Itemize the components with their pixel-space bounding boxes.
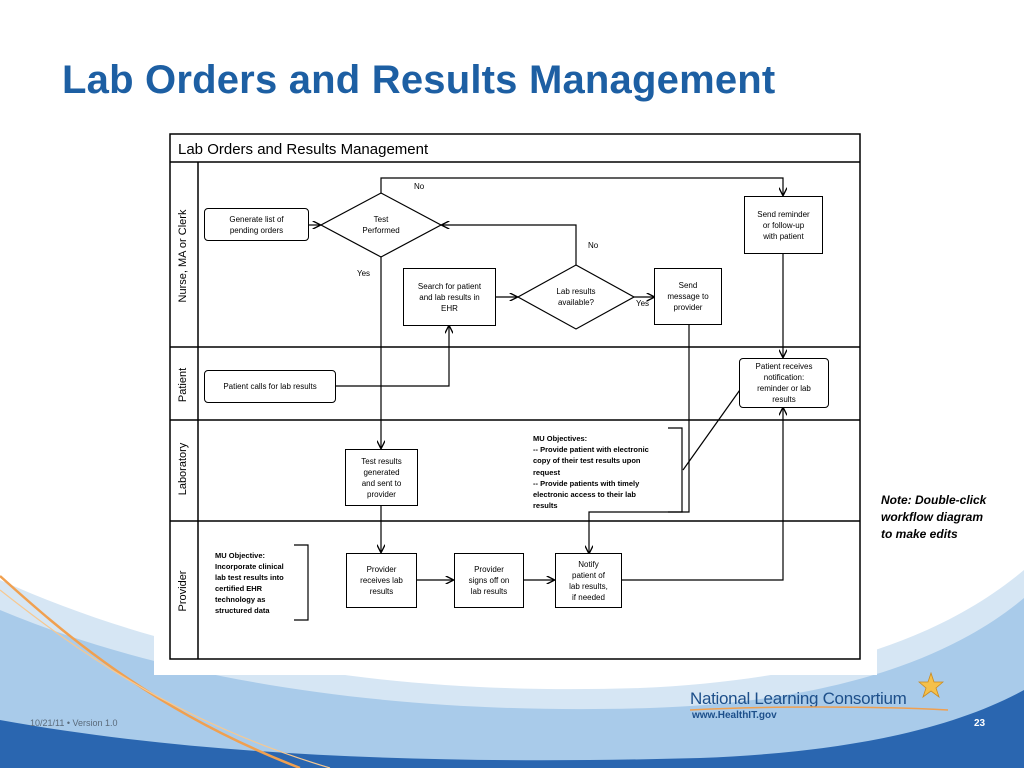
- diagram-heading: Lab Orders and Results Management: [178, 141, 429, 158]
- provider-receives-box[interactable]: Provider receives lab results: [346, 553, 417, 608]
- generate-list-box[interactable]: Generate list of pending orders: [204, 208, 309, 241]
- label-no-top: No: [414, 182, 425, 191]
- search-patient-box[interactable]: Search for patient and lab results in EH…: [403, 268, 496, 326]
- arrow-no-back-to-test: [442, 225, 577, 265]
- mu-objectives-lab: MU Objectives: -- Provide patient with e…: [533, 434, 649, 511]
- slide-title: Lab Orders and Results Management: [62, 58, 776, 102]
- lane-label-laboratory: Laboratory: [177, 442, 189, 496]
- consortium-logo-text: National Learning Consortium: [690, 689, 907, 708]
- mu-callout-connector: [682, 386, 743, 471]
- mu-lab-bracket: [668, 427, 683, 513]
- star-icon: [918, 672, 944, 698]
- test-performed-label: Test Performed: [362, 215, 400, 235]
- lab-results-diamond: [516, 264, 636, 330]
- workflow-diagram: [169, 133, 861, 660]
- label-yes-left: Yes: [357, 269, 371, 278]
- lab-results-available-label: Lab results available?: [556, 287, 596, 307]
- test-results-box[interactable]: Test results generated and sent to provi…: [345, 449, 418, 506]
- arrow-calls-to-search: [336, 326, 449, 387]
- arrow-message-to-notify: [589, 325, 690, 553]
- logo-underline: [690, 706, 949, 711]
- mu-provider-bracket: [294, 544, 309, 621]
- provider-signs-box[interactable]: Provider signs off on lab results: [454, 553, 524, 608]
- background-swoosh: [0, 570, 1024, 768]
- healthit-url[interactable]: www.HealthIT.gov: [692, 710, 777, 721]
- label-yes-right: Yes: [636, 299, 650, 308]
- send-reminder-box[interactable]: Send reminder or follow-up with patient: [744, 196, 823, 254]
- arrow-notify-to-patient: [622, 408, 783, 581]
- lane-label-nurse: Nurse, MA or Clerk: [177, 209, 189, 303]
- mu-objective-provider: MU Objective: Incorporate clinical lab t…: [215, 551, 284, 615]
- notify-patient-box[interactable]: Notify patient of lab results, if needed: [555, 553, 622, 608]
- lane-label-patient: Patient: [177, 367, 189, 403]
- diagram-border: [169, 133, 861, 660]
- patient-calls-box[interactable]: Patient calls for lab results: [204, 370, 336, 403]
- send-message-box[interactable]: Send message to provider: [654, 268, 722, 325]
- label-no-mid: No: [588, 241, 599, 250]
- arrow-no-to-reminder: [380, 177, 783, 195]
- page-number: 23: [974, 718, 986, 729]
- patient-receives-box[interactable]: Patient receives notification: reminder …: [739, 358, 829, 408]
- footer-date-version: 10/21/11 • Version 1.0: [30, 718, 118, 728]
- lane-label-provider: Provider: [177, 570, 189, 612]
- edit-note: Note: Double-click workflow diagram to m…: [881, 493, 987, 541]
